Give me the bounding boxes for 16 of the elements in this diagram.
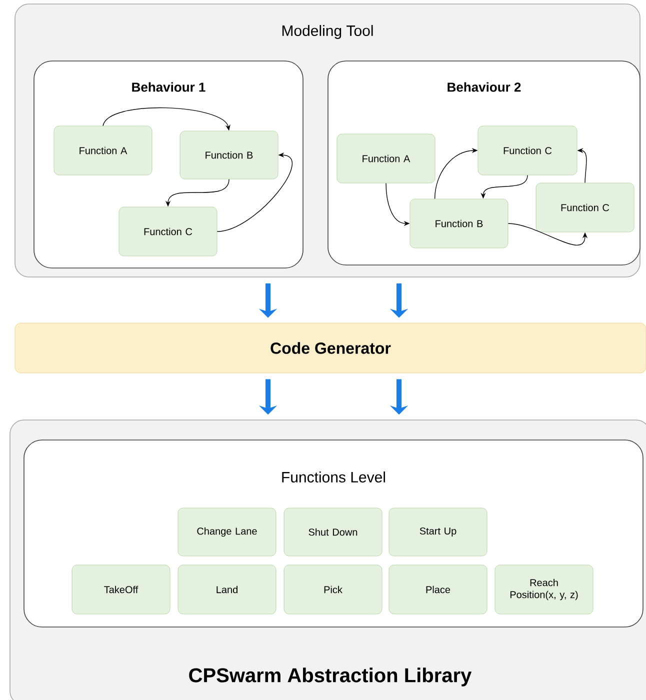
function-box: Function B xyxy=(410,198,508,248)
function-box: Function A xyxy=(336,134,436,184)
function-box: Function C xyxy=(536,182,634,232)
function-box: Start Up xyxy=(388,508,488,556)
function-box: Function A xyxy=(54,126,152,176)
function-box: Pick xyxy=(284,564,382,614)
function-box: Place xyxy=(388,564,488,614)
function-box: Function C xyxy=(118,206,218,256)
function-box: Land xyxy=(178,564,276,614)
function-box: Shut Down xyxy=(284,508,382,556)
function-box: Function B xyxy=(180,130,278,180)
function-box: Function C xyxy=(478,126,578,176)
function-box: Reach Position(x, y, z) xyxy=(494,564,594,614)
band: Code Generator xyxy=(14,322,646,374)
function-box: Change Lane xyxy=(178,508,276,556)
function-box: TakeOff xyxy=(72,564,170,614)
